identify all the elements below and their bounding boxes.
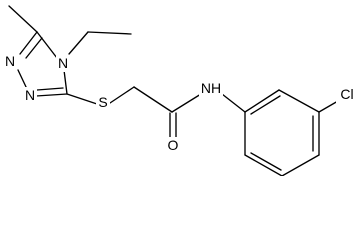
bond-co-nh xyxy=(171,93,202,113)
bond-ring-c5-c6-double xyxy=(250,152,282,171)
bond-ring-c5-c6 xyxy=(244,154,283,176)
bond-ch2-ch3 xyxy=(87,31,132,35)
bond-n2-c3-double xyxy=(36,87,64,91)
bond-ring-c2-c3 xyxy=(278,89,320,113)
bond-ring-c1-c2-double xyxy=(250,95,281,115)
bond-c3-n4 xyxy=(63,69,68,95)
atom-label-n1: N xyxy=(5,53,15,69)
atom-label-oxygen: O xyxy=(168,137,179,153)
bond-nh-aryl xyxy=(221,93,246,113)
bond-ch2-co xyxy=(133,86,173,113)
bond-c-cl xyxy=(318,100,339,113)
bond-c3-s xyxy=(66,93,98,105)
bond-c5-n4 xyxy=(36,31,58,59)
atom-label-chlorine: Cl xyxy=(340,86,353,102)
atom-label-n2: N xyxy=(25,87,35,103)
bond-n2-c3 xyxy=(35,93,68,97)
atom-label-sulfur: S xyxy=(98,94,107,110)
bond-ring-c4-c5 xyxy=(281,154,320,176)
bond-methyl xyxy=(8,5,38,33)
bond-c5-n1-double xyxy=(25,37,43,59)
atom-label-amide-nh: NH xyxy=(201,80,221,96)
atom-label-n4: N xyxy=(58,55,68,71)
bond-s-ch2 xyxy=(109,86,135,104)
bond-ring-c1-c2 xyxy=(244,89,280,113)
bond-c5-n1 xyxy=(19,31,38,55)
bond-n1-n2 xyxy=(17,69,28,90)
bond-n4-ch2 xyxy=(68,31,89,55)
molecule-structure: N N N S O NH Cl xyxy=(4,5,354,176)
